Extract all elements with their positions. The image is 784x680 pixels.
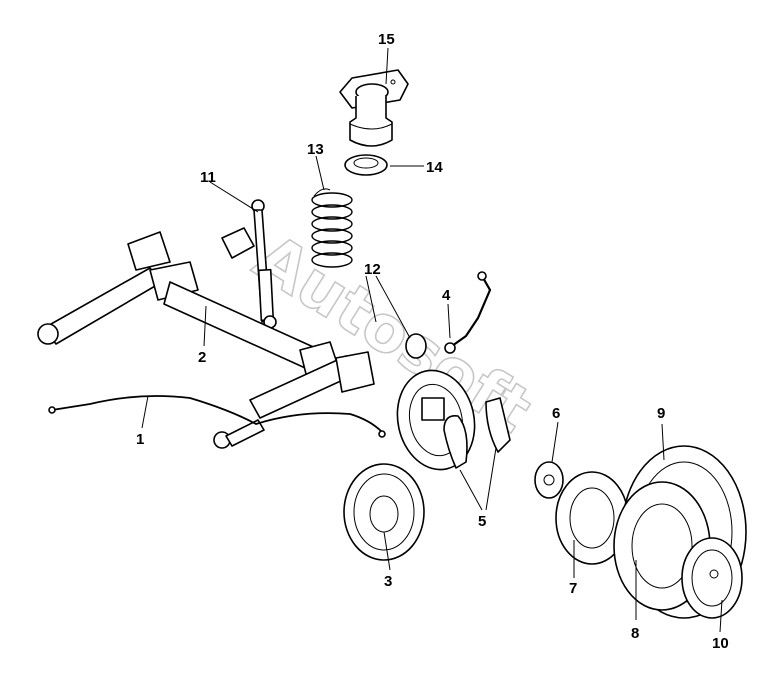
callout-8: 8 — [631, 625, 639, 642]
brake-hose — [444, 271, 492, 354]
callout-3: 3 — [384, 573, 392, 590]
leader-lines — [141, 47, 723, 633]
brake-drum — [343, 463, 425, 561]
callout-6: 6 — [552, 405, 560, 422]
axle-bushing — [405, 333, 427, 359]
callout-12: 12 — [364, 261, 381, 278]
callouts: 1 2 3 4 5 6 7 8 9 10 11 12 13 14 15 — [136, 31, 729, 652]
handbrake-cable — [48, 395, 386, 438]
shock-absorber — [221, 199, 277, 329]
callout-7: 7 — [569, 580, 577, 597]
callout-1: 1 — [136, 431, 144, 448]
callout-13: 13 — [307, 141, 324, 158]
rear-axle-beam — [37, 231, 375, 449]
hub-cap — [681, 537, 743, 619]
callout-9: 9 — [657, 405, 665, 422]
callout-2: 2 — [198, 349, 206, 366]
callout-14: 14 — [426, 159, 443, 176]
brake-shoes — [443, 397, 511, 469]
wheel-hub — [534, 461, 564, 499]
bump-stop-mount — [339, 69, 409, 147]
callout-15: 15 — [378, 31, 395, 48]
callout-5: 5 — [478, 513, 486, 530]
coil-spring — [311, 188, 353, 268]
callout-10: 10 — [712, 635, 729, 652]
spring-seat — [344, 154, 388, 176]
callout-4: 4 — [442, 287, 451, 304]
callout-11: 11 — [200, 169, 216, 186]
